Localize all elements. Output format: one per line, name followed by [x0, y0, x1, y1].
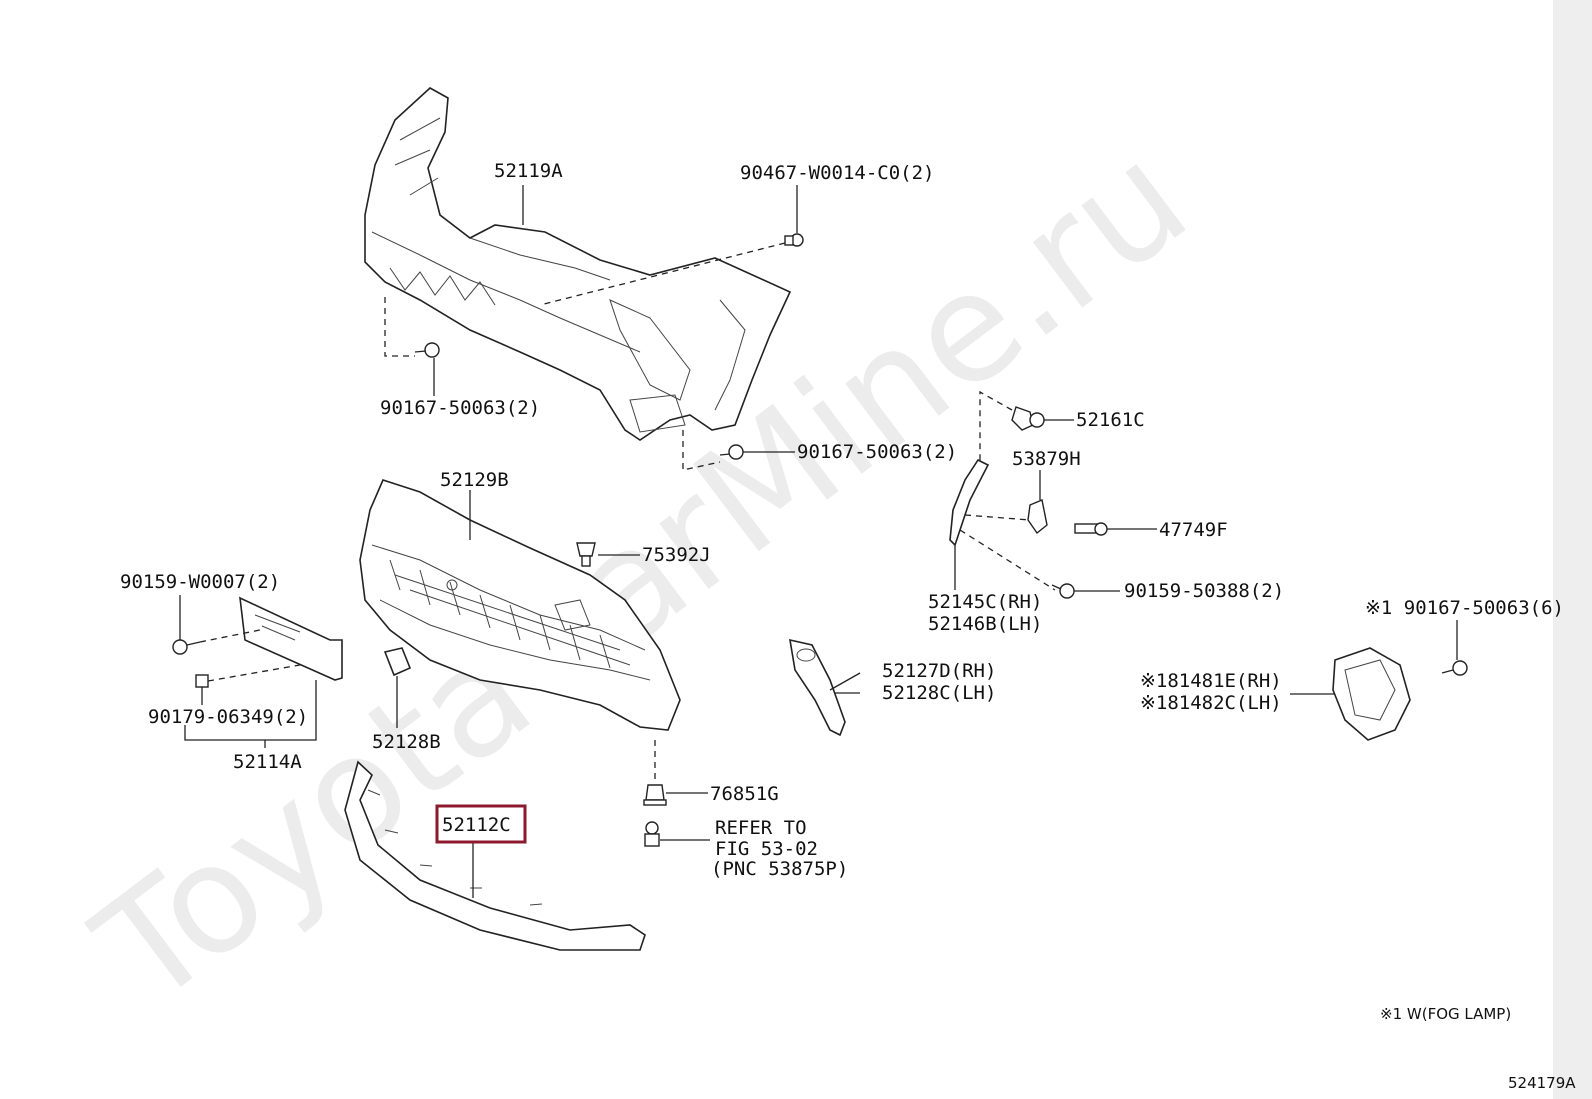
label-76851G: 76851G	[710, 783, 779, 805]
scrollbar-track[interactable]	[1553, 0, 1592, 1099]
screw-47749F	[1074, 522, 1108, 536]
bumper-cover-52119A	[364, 87, 792, 441]
label-90179: 90179-06349(2)	[148, 706, 308, 728]
label-52127D: 52127D(RH)	[882, 660, 996, 682]
label-90159-W0007: 90159-W0007(2)	[120, 571, 280, 593]
label-53879H: 53879H	[1012, 448, 1081, 470]
fog-lamp-note: ※1 W(FOG LAMP)	[1380, 1005, 1511, 1023]
refer-line-1: REFER TO	[715, 817, 807, 839]
label-90167-middle: 90167-50063(2)	[797, 441, 957, 463]
label-52145C: 52145C(RH)	[928, 591, 1042, 613]
label-90159-50388: 90159-50388(2)	[1124, 580, 1284, 602]
nut-90179	[195, 674, 209, 688]
clip-52161C	[1011, 406, 1045, 431]
license-bracket-52114A	[239, 596, 343, 681]
screw-90159-50388	[1051, 583, 1075, 599]
screw-53875P	[644, 821, 660, 847]
label-52161C: 52161C	[1076, 409, 1145, 431]
plug-52128B	[383, 647, 412, 677]
clip-75392J	[576, 542, 596, 567]
label-52128C: 52128C(LH)	[882, 682, 996, 704]
label-52112C[interactable]: 52112C	[442, 814, 511, 836]
spoiler-52112C	[344, 760, 646, 951]
grille-52129B	[359, 479, 681, 731]
refer-line-3: (PNC 53875P)	[711, 858, 848, 880]
screw-90159-W0007	[172, 639, 201, 655]
label-52119A: 52119A	[494, 160, 563, 182]
clip-76851G	[643, 784, 667, 806]
highlight-52112C[interactable]	[435, 804, 527, 844]
label-90167-upper: 90167-50063(2)	[380, 397, 540, 419]
label-81482C: ※181482C(LH)	[1140, 692, 1282, 714]
label-90467: 90467-W0014-C0(2)	[740, 162, 934, 184]
figure-number: 524179A	[1508, 1074, 1576, 1092]
screw-90167-upper	[414, 342, 440, 358]
clip-53879H	[1027, 499, 1048, 535]
label-47749F: 47749F	[1159, 519, 1228, 541]
label-90167-fog: ※1 90167-50063(6)	[1365, 597, 1564, 619]
clip-90467	[784, 233, 804, 247]
label-81481E: ※181481E(RH)	[1140, 670, 1282, 692]
screw-90167-fog	[1441, 660, 1468, 676]
fog-garnish-52127D	[789, 638, 846, 737]
label-52128B: 52128B	[372, 731, 441, 753]
bracket-52145C-52146B	[949, 458, 990, 547]
label-75392J: 75392J	[642, 544, 711, 566]
label-52129B: 52129B	[440, 469, 509, 491]
label-52146B: 52146B(LH)	[928, 613, 1042, 635]
refer-line-2: FIG 53-02	[715, 838, 818, 860]
label-52114A: 52114A	[233, 751, 302, 773]
fog-lamp-bracket-81481E	[1332, 647, 1411, 741]
